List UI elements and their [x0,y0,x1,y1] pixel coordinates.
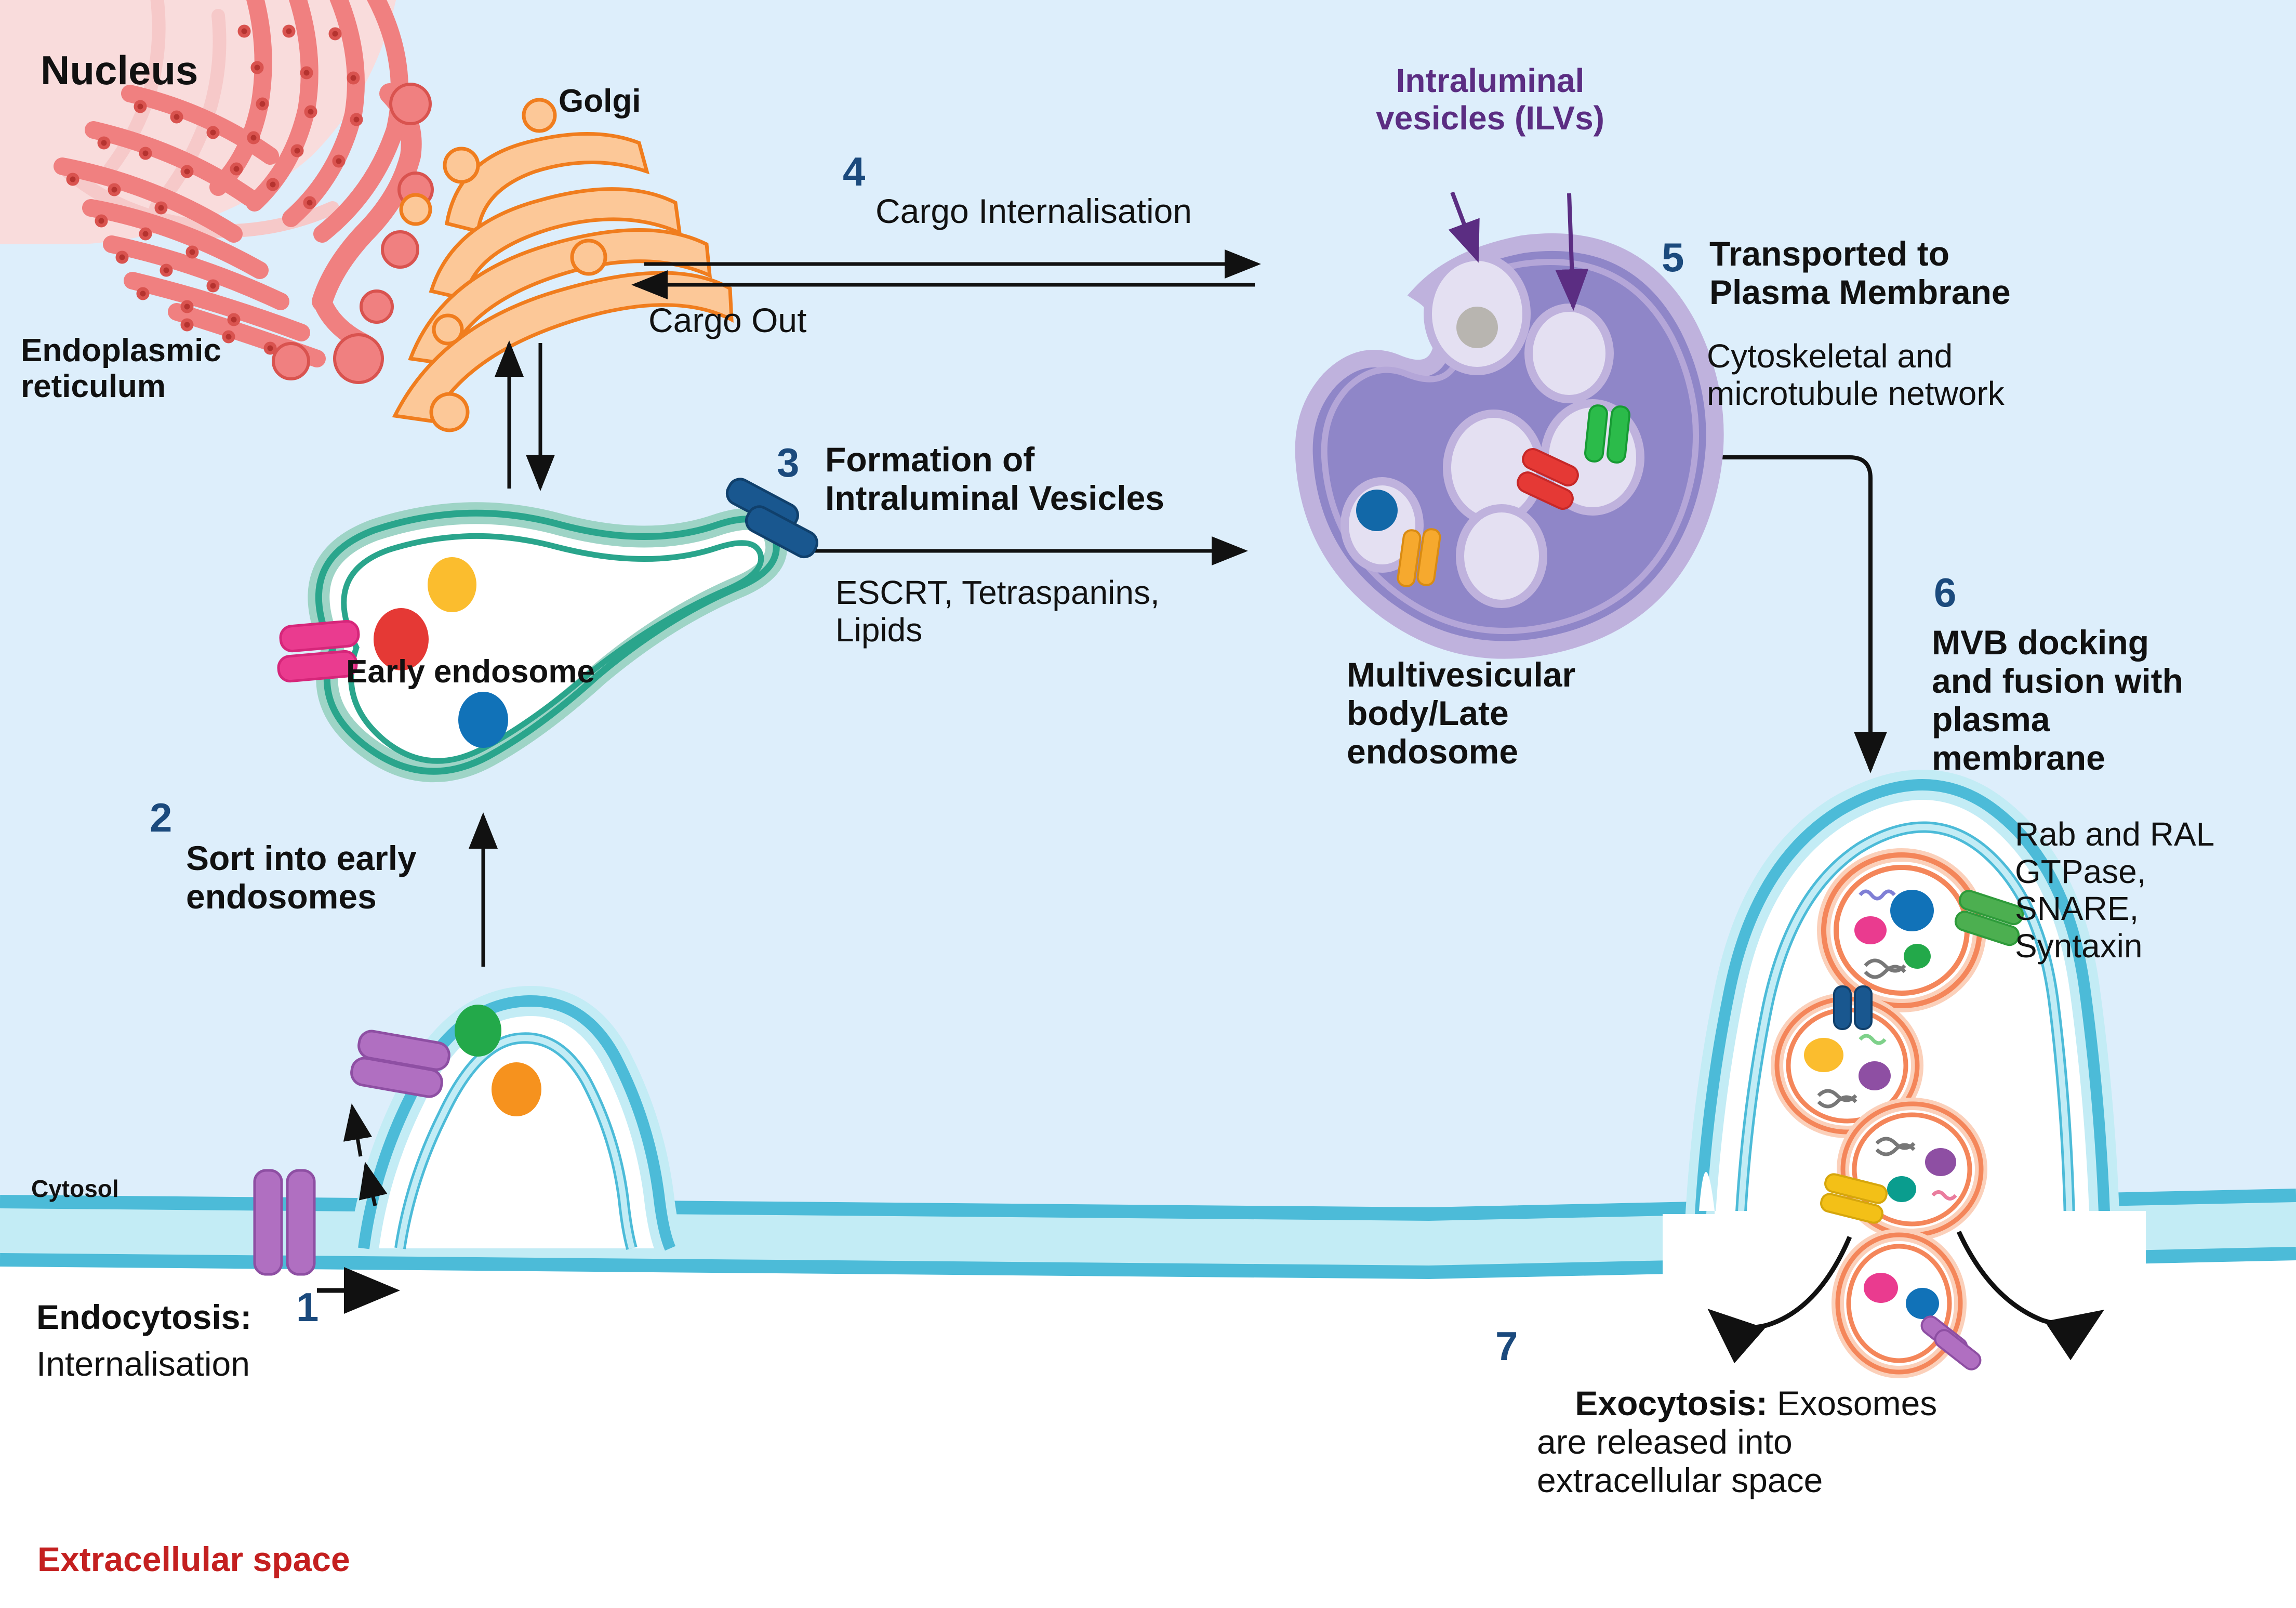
step-4-title: Cargo Internalisation [875,192,1192,230]
step-5-detail: Cytoskeletal and microtubule network [1707,337,2005,412]
endocytic-cargo-orange [492,1062,541,1116]
golgi-endosome-arrows [495,340,555,491]
step-2-number: 2 [150,795,172,840]
ilv-cargo-blue [1356,490,1398,531]
ilv-label: Intraluminal vesicles (ILVs) [1376,62,1604,137]
nucleus-label: Nucleus [41,47,198,93]
endoplasmic-reticulum-label: Endoplasmic reticulum [21,333,221,405]
step-6-number: 6 [1934,570,1957,615]
endoplasmic-reticulum-shape [54,0,434,384]
ilv-2 [1524,304,1614,403]
extracellular-space-label: Extracellular space [37,1540,350,1578]
golgi-apparatus-shape [392,98,734,432]
step-5-title: Transported to Plasma Membrane [1709,234,2011,311]
step-3-title: Formation of Intraluminal Vesicles [825,440,1164,517]
multivesicular-body-shape [1295,233,1724,659]
early-endosome-shape [277,478,818,783]
tetraspanin-marker-navy [725,478,818,559]
tetraspanin-marker-pink [277,620,360,683]
endocytic-vesicle-shape [343,986,684,1255]
cytosol-label: Cytosol [31,1175,119,1202]
ilv-pointer-arrows [1448,191,1589,311]
step-5-number: 5 [1662,234,1684,280]
step-6-detail: Rab and RAL GTPase, SNARE, Syntaxin [2015,815,2215,965]
receptor-marker-purple-membrane [253,1169,316,1276]
mvb-marker-green [1584,404,1630,464]
exosome-released [1832,1229,1982,1378]
step-7-subtitle: Exosomes are released into extracellular… [1537,1383,1937,1499]
step-2-title: Sort into early endosomes [186,839,417,916]
ilv-6 [1456,504,1547,608]
step-7-text: Exocytosis: Exosomes are released into e… [1537,1346,1937,1538]
step-1-subtitle: Internalisation [36,1345,250,1383]
cargo-arrows [631,249,1261,299]
step-7-number: 7 [1495,1323,1518,1369]
step-6-title: MVB docking and fusion with plasma membr… [1932,623,2183,777]
endocytic-cargo-green [455,1005,501,1057]
mvb-marker-red [1517,448,1579,510]
early-endosome-label: Early endosome [346,654,595,690]
golgi-label: Golgi [559,83,641,119]
exosome-release-arrows [1707,1231,2104,1364]
mvb-label: Multivesicular body/Late endosome [1347,655,1576,771]
exosome-group-intracellular [1771,848,2024,1241]
step-3-number: 3 [777,440,800,485]
ilv-cargo-grey [1456,307,1498,348]
step5-elbow-arrow [1676,455,1887,773]
exosome-top [1817,848,2024,1012]
step-1-title: Endocytosis: [36,1298,252,1336]
step-4-subtitle: Cargo Out [648,301,807,339]
receptor-marker-purple-invagination [350,1030,450,1098]
step-3-detail: ESCRT, Tetraspanins, Lipids [835,574,1160,649]
mvb-marker-orange [1397,528,1441,587]
step-7-title: Exocytosis: [1575,1383,1768,1422]
step-4-number: 4 [843,149,866,194]
exosome-mid [1771,985,1923,1138]
step-1-number: 1 [296,1284,319,1330]
